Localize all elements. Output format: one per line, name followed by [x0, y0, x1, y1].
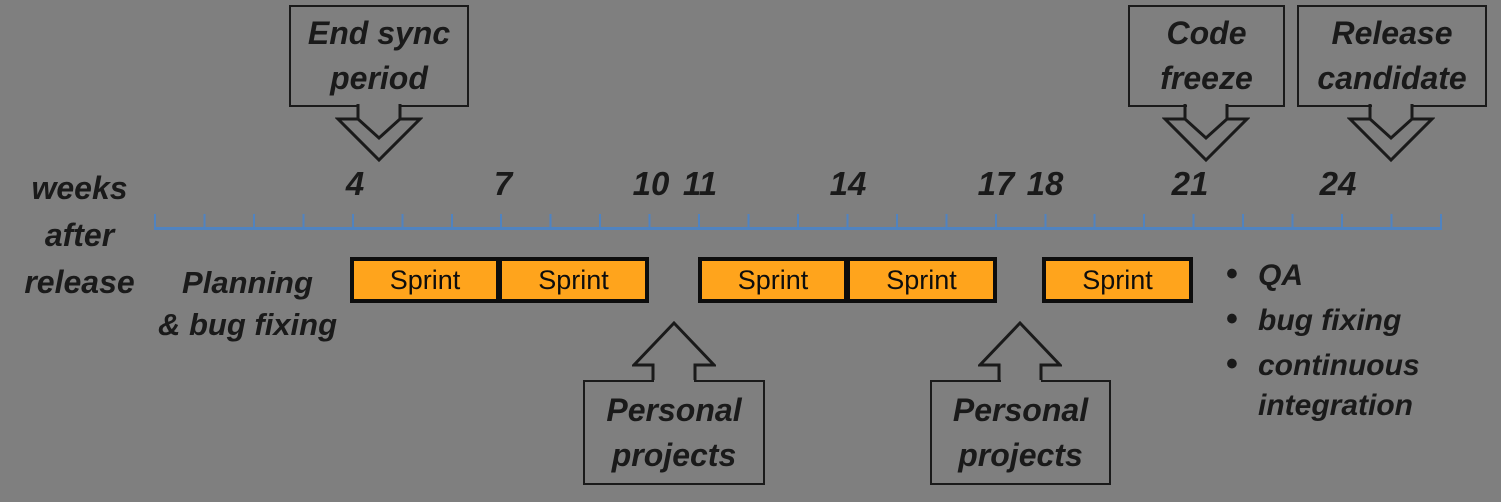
sprint-box-1: Sprint — [350, 257, 500, 303]
up-arrow-icon — [632, 320, 716, 382]
callout-text-line: Release — [1331, 15, 1453, 51]
week-label-4: 4 — [345, 165, 365, 202]
down-arrow-icon — [1347, 104, 1435, 163]
sprint-box-3: Sprint — [698, 257, 848, 303]
axis-caption: weeks after release — [12, 165, 147, 306]
callout-text-line: Personal — [952, 391, 1089, 428]
callout-notch — [1000, 380, 1041, 382]
callout-text-line: projects — [958, 436, 1083, 473]
callout-text-line: period — [330, 60, 428, 96]
callout-text-line: End sync — [307, 15, 451, 51]
callout-text-line: candidate — [1317, 60, 1467, 96]
sprint-box-4: Sprint — [846, 257, 997, 303]
week-label-21: 21 — [1171, 165, 1209, 202]
callout-code-freeze: Code freeze — [1128, 5, 1285, 107]
callout-notch — [359, 105, 399, 107]
callout-text-line: Personal — [606, 391, 742, 428]
callout-end-sync-period: End sync period — [289, 5, 469, 107]
bullet-item: QA — [1222, 254, 1457, 296]
planning-label-line: Planning — [182, 265, 313, 300]
bullet-item: bug fixing — [1222, 299, 1457, 341]
sprint-box-5: Sprint — [1042, 257, 1193, 303]
up-arrow-icon — [978, 320, 1062, 382]
callout-notch — [654, 380, 694, 382]
down-arrow-icon — [1162, 104, 1250, 163]
bullet-item: continuous integration — [1222, 344, 1457, 426]
planning-label-line: & bug fixing — [157, 307, 338, 342]
final-phase-bullet-list: QA bug fixing continuous integration — [1222, 254, 1457, 431]
axis-caption-line: release — [24, 264, 135, 300]
axis-caption-line: weeks — [31, 170, 128, 206]
callout-text-line: freeze — [1160, 60, 1253, 96]
callout-text-line: projects — [611, 436, 737, 473]
week-label-7: 7 — [493, 165, 513, 202]
week-label-11: 11 — [682, 165, 718, 202]
timeline-ruler — [154, 214, 1442, 230]
callout-notch — [1186, 105, 1227, 107]
planning-phase-label: Planning & bug fixing — [140, 262, 355, 346]
week-label-14: 14 — [829, 165, 867, 202]
callout-personal-projects-1: Personal projects — [583, 380, 765, 485]
week-label-24: 24 — [1319, 165, 1357, 202]
callout-release-candidate: Release candidate — [1297, 5, 1487, 107]
week-label-18: 18 — [1026, 165, 1064, 202]
week-label-17: 17 — [977, 165, 1015, 202]
down-arrow-icon — [335, 104, 423, 163]
callout-personal-projects-2: Personal projects — [930, 380, 1111, 485]
axis-caption-line: after — [44, 217, 115, 253]
callout-notch — [1372, 105, 1412, 107]
callout-text-line: Code — [1166, 15, 1247, 51]
week-label-10: 10 — [632, 165, 670, 202]
sprint-box-2: Sprint — [498, 257, 649, 303]
